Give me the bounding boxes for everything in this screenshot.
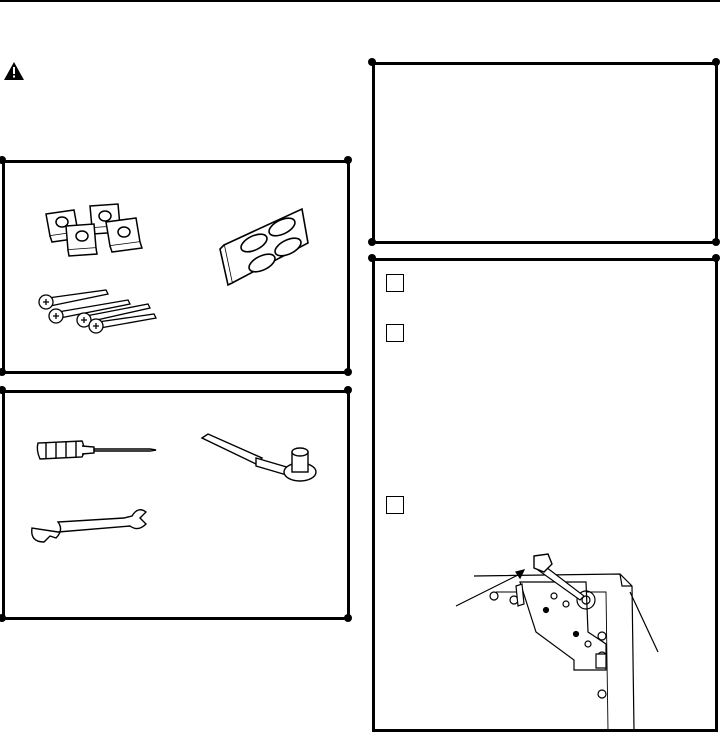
- socket-wrench-icon: [200, 433, 317, 482]
- leveling-pads-icon: [45, 203, 143, 257]
- adhesive-pad-strip-icon: [219, 207, 309, 287]
- phillips-screwdriver-icon: [36, 440, 157, 460]
- step-checkbox-3[interactable]: [386, 496, 404, 514]
- step-checkbox-1[interactable]: [386, 274, 404, 292]
- warning-triangle-icon: [4, 62, 24, 80]
- shipping-bolt-removal-icon: [455, 553, 659, 731]
- notice-panel: [372, 62, 718, 244]
- hardware-panel: [2, 160, 350, 374]
- tools-panel: [2, 390, 350, 620]
- steps-panel: [372, 258, 718, 732]
- open-end-wrench-icon: [31, 509, 148, 543]
- wood-screws-icon: [38, 289, 157, 334]
- header-rule: [0, 0, 720, 2]
- step-checkbox-2[interactable]: [386, 324, 404, 342]
